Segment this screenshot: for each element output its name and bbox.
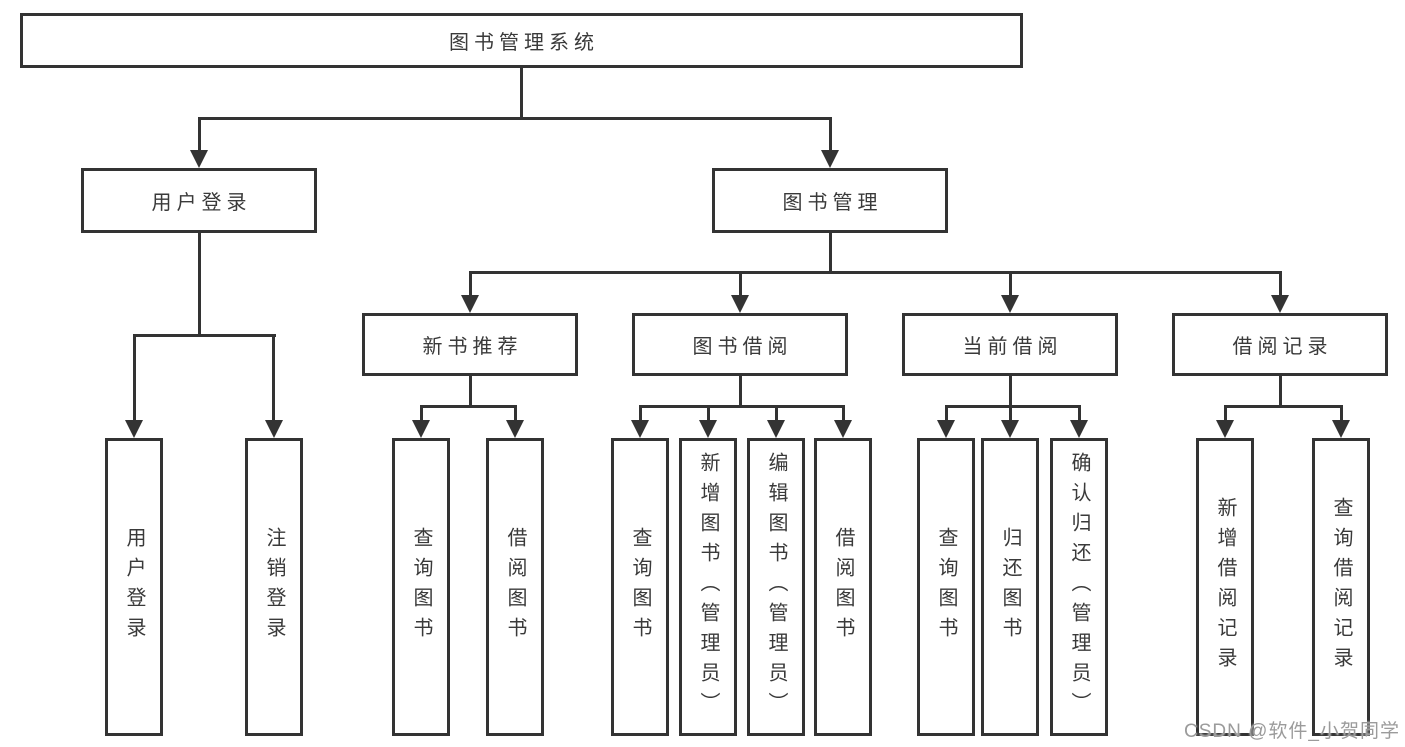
connector-stem [197, 233, 201, 336]
node-label: 新增借阅记录 [1214, 497, 1236, 677]
node-user-login: 用户登录 [81, 168, 317, 233]
arrow-down-icon [834, 420, 852, 438]
connector-branch [419, 405, 517, 408]
node-label: 借阅图书 [832, 527, 854, 647]
leaf-borrow-books: 借阅图书 [814, 438, 872, 736]
leaf-confirm-return-admin: 确认归还（管理员） [1050, 438, 1108, 736]
node-current-borrowing: 当前借阅 [902, 313, 1118, 376]
node-book-management: 图书管理 [712, 168, 948, 233]
connector-stem [197, 117, 201, 152]
connector-stem [419, 405, 423, 422]
arrow-down-icon [631, 420, 649, 438]
leaf-edit-books-admin: 编辑图书（管理员） [747, 438, 805, 736]
leaf-query-borrow-record: 查询借阅记录 [1312, 438, 1370, 736]
connector-root-stem [520, 68, 523, 119]
leaf-query-books-current: 查询图书 [917, 438, 975, 736]
leaf-query-books-borrow: 查询图书 [611, 438, 669, 736]
node-label: 查询图书 [935, 527, 957, 647]
connector-stem [738, 271, 742, 297]
node-label: 用户登录 [151, 192, 252, 214]
leaf-add-books-admin: 新增图书（管理员） [679, 438, 737, 736]
leaf-return-books: 归还图书 [981, 438, 1039, 736]
node-label: 借阅图书 [504, 527, 526, 647]
node-label: 归还图书 [999, 527, 1021, 647]
arrow-down-icon [767, 420, 785, 438]
arrow-down-icon [1001, 295, 1019, 313]
connector-stem [1008, 271, 1012, 297]
node-book-borrowing: 图书借阅 [632, 313, 848, 376]
connector-branch [638, 405, 845, 408]
node-label: 当前借阅 [962, 336, 1063, 358]
node-label: 查询图书 [629, 527, 651, 647]
arrow-down-icon [1332, 420, 1350, 438]
arrow-down-icon [937, 420, 955, 438]
arrow-down-icon [731, 295, 749, 313]
node-label: 图书管理系统 [449, 32, 599, 54]
connector-stem [774, 405, 778, 422]
arrow-down-icon [699, 420, 717, 438]
connector-stem [1223, 405, 1227, 422]
arrow-down-icon [264, 420, 283, 438]
node-new-book-recommend: 新书推荐 [362, 313, 578, 376]
leaf-borrow-books-recommend: 借阅图书 [486, 438, 544, 736]
csdn-watermark: CSDN @软件_小贺同学 [1184, 721, 1400, 742]
leaf-user-login: 用户登录 [105, 438, 163, 736]
connector-branch [944, 405, 1081, 408]
connector-stem [1008, 376, 1012, 407]
arrow-down-icon [821, 150, 839, 168]
connector-stem [706, 405, 710, 422]
connector-stem [1339, 405, 1343, 422]
node-label: 用户登录 [123, 527, 145, 647]
connector-stem [1008, 405, 1012, 422]
connector-stem [132, 334, 136, 422]
node-label: 注销登录 [263, 527, 285, 647]
connector-branch [1223, 405, 1343, 408]
node-label: 图书借阅 [692, 336, 793, 358]
connector-stem [828, 233, 832, 273]
node-label: 借阅记录 [1232, 336, 1333, 358]
node-label: 编辑图书（管理员） [765, 452, 787, 722]
connector-stem [1278, 376, 1282, 407]
connector-stem [1077, 405, 1081, 422]
arrow-down-icon [125, 420, 143, 438]
node-library-management-system: 图书管理系统 [20, 13, 1023, 68]
arrow-down-icon [461, 295, 479, 313]
connector-stem [828, 117, 832, 152]
node-label: 确认归还（管理员） [1068, 452, 1090, 722]
connector-stem [638, 405, 642, 422]
connector-stem [468, 271, 472, 297]
connector-stem [272, 334, 275, 422]
leaf-logout: 注销登录 [245, 438, 303, 736]
connector-branch [132, 334, 276, 337]
node-label: 新增图书（管理员） [697, 452, 719, 722]
arrow-down-icon [1216, 420, 1234, 438]
node-label: 查询图书 [410, 527, 432, 647]
connector-stem [944, 405, 948, 422]
node-label: 查询借阅记录 [1330, 497, 1352, 677]
arrow-down-icon [190, 150, 208, 168]
arrow-down-icon [506, 420, 524, 438]
connector-level2-branch [197, 117, 832, 120]
node-label: 图书管理 [782, 192, 883, 214]
node-borrowing-records: 借阅记录 [1172, 313, 1388, 376]
connector-level3-branch [468, 271, 1282, 274]
leaf-query-books-recommend: 查询图书 [392, 438, 450, 736]
connector-stem [738, 376, 742, 407]
node-label: 新书推荐 [422, 336, 523, 358]
connector-stem [468, 376, 472, 407]
connector-stem [513, 405, 517, 422]
arrow-down-icon [1001, 420, 1019, 438]
arrow-down-icon [412, 420, 430, 438]
leaf-add-borrow-record: 新增借阅记录 [1196, 438, 1254, 736]
connector-stem [841, 405, 845, 422]
arrow-down-icon [1271, 295, 1289, 313]
connector-stem [1278, 271, 1282, 297]
arrow-down-icon [1070, 420, 1088, 438]
